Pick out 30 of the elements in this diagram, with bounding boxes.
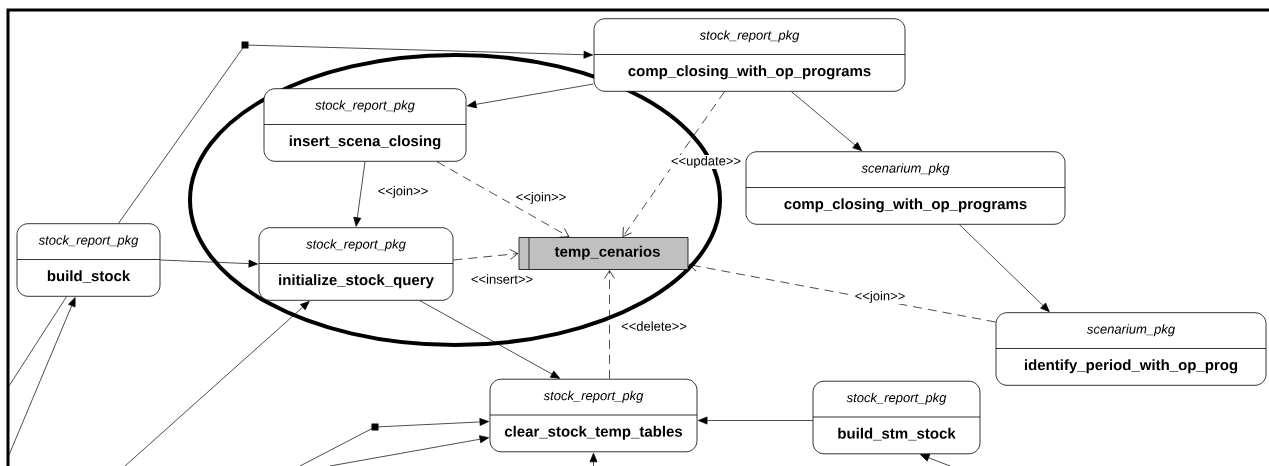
arrow: [589, 452, 598, 466]
package-box: scenarium_pkg identify_period_with_op_prog: [995, 312, 1267, 386]
arrow: [436, 161, 570, 238]
package-box: stock_report_pkg comp_closing_with_op_programs: [593, 18, 906, 92]
arrow: [124, 300, 310, 466]
arrow: [688, 260, 996, 323]
arrow: [118, 44, 593, 224]
package-box: stock_report_pkg build_stm_stock: [812, 380, 981, 455]
edge-label: <<delete>>: [620, 320, 688, 332]
arrow: [959, 224, 1050, 312]
edge-label: <<insert>>: [469, 273, 535, 285]
arrow: [698, 416, 813, 425]
arrow: [453, 249, 519, 261]
package-box: stock_report_pkg clear_stock_temp_tables: [489, 378, 698, 453]
package-box: stock_report_pkg build_stock: [16, 223, 161, 297]
package-box: scenarium_pkg comp_closing_with_op_programs: [745, 151, 1066, 225]
table-box: temp_cenarios: [518, 237, 689, 270]
arrow: [353, 161, 366, 227]
arrow: [8, 297, 76, 456]
arrow: [419, 300, 561, 379]
arrow: [791, 91, 863, 152]
arrow: [299, 418, 490, 466]
arrow: [604, 270, 615, 380]
arrow: [622, 91, 725, 237]
arrow: [920, 454, 951, 466]
arrow: [329, 435, 490, 466]
package-box: stock_report_pkg initialize_stock_query: [258, 227, 454, 301]
arrow: [160, 259, 258, 268]
package-box: stock_report_pkg insert_scena_closing: [263, 88, 467, 162]
arrow: [467, 83, 594, 109]
